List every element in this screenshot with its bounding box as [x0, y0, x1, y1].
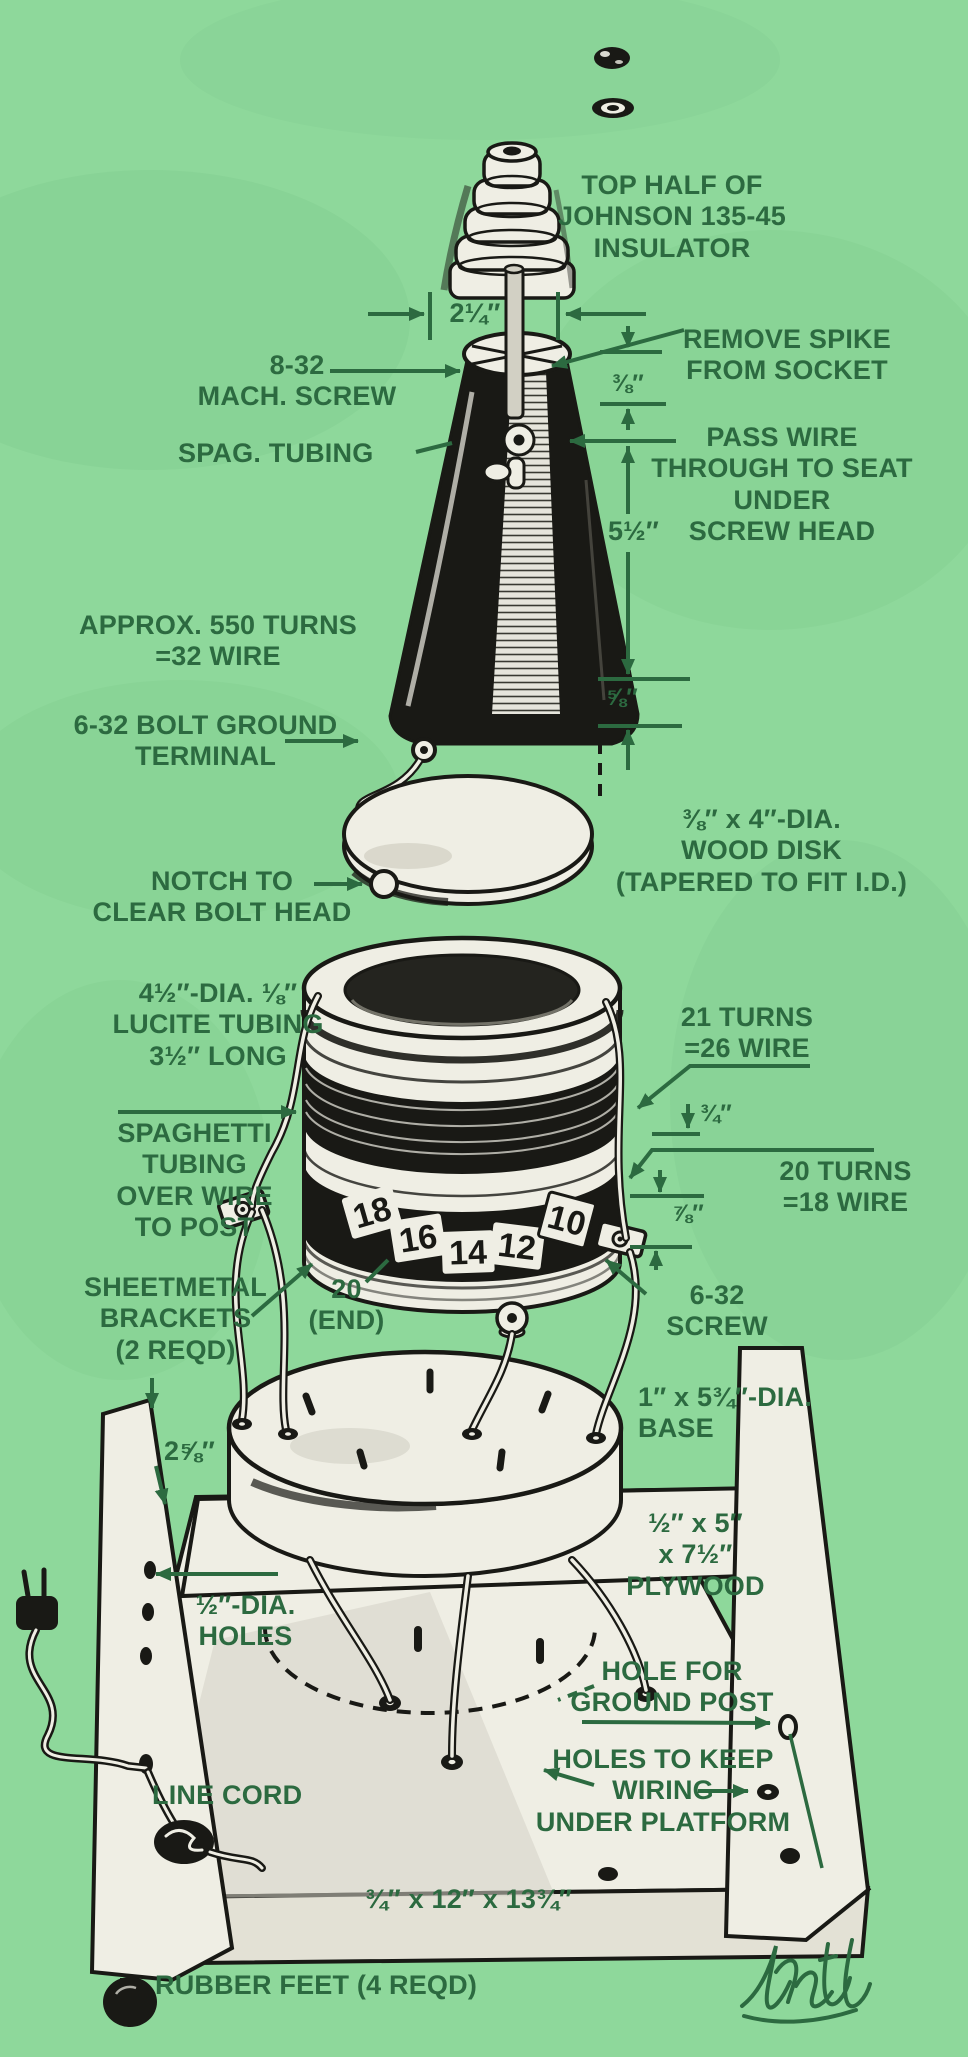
line-cord: [16, 1567, 266, 1872]
coil-20-leader: [628, 1148, 874, 1180]
hookup-wires: [231, 992, 650, 1760]
label-dim-coil-height: ⅞″: [672, 1200, 704, 1227]
label-dim-board: 2⅝″: [164, 1436, 216, 1466]
dim-coil-height-ticks: [630, 1194, 704, 1249]
wiring-holes-leader-left: [543, 1767, 595, 1787]
hole-pattern: [263, 1626, 800, 1881]
annotations: [118, 292, 874, 1869]
washer: [592, 98, 634, 118]
label-ground-post-hole: HOLE FOR GROUND POST: [570, 1656, 774, 1718]
rubber-foot: [103, 1977, 157, 2027]
label-brackets: SHEETMETAL BRACKETS (2 REQD): [84, 1272, 267, 1365]
cord-knot: [154, 1820, 214, 1864]
spike-rod: [504, 266, 525, 420]
wire-grommets: [232, 1418, 606, 1444]
ground-post-dash-leader: [557, 1684, 595, 1702]
tap-number: 16: [397, 1217, 440, 1260]
page-texture: [0, 0, 968, 1380]
label-spaghetti: SPAGHETTI TUBING OVER WIRE TO POST: [116, 1118, 273, 1242]
label-base: 1″ x 5¾″-DIA. BASE: [638, 1382, 813, 1444]
label-dim-skirt: ⅝″: [606, 684, 638, 711]
signature: [740, 1938, 872, 2024]
label-wiring-holes: HOLES TO KEEP WIRING UNDER PLATFORM: [535, 1744, 791, 1837]
wood-disk: [342, 774, 594, 906]
tap-end-tick: [364, 1258, 390, 1284]
label-ground-terminal: 6-32 BOLT GROUND TERMINAL: [73, 710, 338, 772]
brackets-leader: [250, 1262, 314, 1318]
label-wood-disk: ⅜″ x 4″-DIA. WOOD DISK (TAPERED TO FIT I…: [615, 804, 908, 897]
winding-cone: [388, 263, 640, 746]
tap-number: 12: [496, 1226, 538, 1268]
screw-632-leader: [604, 1258, 648, 1296]
label-lucite-tube: 4½″-DIA. ⅛″ LUCITE TUBING 3½″ LONG: [112, 978, 324, 1071]
label-mach-screw: 8-32 MACH. SCREW: [197, 350, 397, 412]
tap-label-18: 18: [341, 1185, 403, 1239]
label-coil-20: 20 TURNS =18 WIRE: [779, 1156, 912, 1218]
tap-label-12: 12: [488, 1222, 546, 1270]
label-remove-spike: REMOVE SPIKE FROM SOCKET: [683, 324, 891, 386]
ground-post-diagonal: [788, 1733, 824, 1869]
notch-hole: [369, 869, 399, 899]
ground-post-hole: [778, 1714, 798, 1740]
ground-post-leader: [581, 1715, 771, 1730]
dim-board-arrow-bottom: [154, 1465, 169, 1505]
label-dim-width: 2¼″: [449, 298, 501, 328]
tap-label-16: 16: [389, 1213, 447, 1263]
label-line-cord: LINE CORD: [152, 1780, 303, 1810]
label-screw-632: 6-32 SCREW: [666, 1280, 768, 1342]
label-coil-21: 21 TURNS =26 WIRE: [680, 1002, 814, 1064]
label-notch: NOTCH TO CLEAR BOLT HEAD: [92, 866, 352, 928]
tap-label-10: 10: [537, 1190, 597, 1250]
label-dim-winding-height: 5½″: [607, 516, 660, 546]
label-winding-550: APPROX. 550 TURNS =32 WIRE: [79, 610, 357, 672]
label-holes: ½″-DIA. HOLES: [195, 1590, 296, 1652]
label-rubber-feet: RUBBER FEET (4 REQD): [155, 1970, 478, 2000]
tap-number: 14: [448, 1233, 487, 1272]
dim-skirt-ticks: [598, 677, 690, 728]
dim-width-ticks: [428, 292, 560, 340]
label-tap-end: 20 (END): [308, 1274, 385, 1336]
label-dim-spike-seat: ⅜″: [612, 370, 644, 397]
plug: [16, 1596, 58, 1630]
dashed-hole-circle: [263, 1627, 597, 1715]
dim-spike-seat-ticks: [600, 350, 666, 406]
label-pass-wire: PASS WIRE THROUGH TO SEAT UNDER SCREW HE…: [651, 422, 913, 546]
label-dim-coil-gap: ¾″: [700, 1100, 732, 1127]
hex-nut: [594, 47, 630, 69]
remove-spike-leader: [551, 328, 685, 369]
label-platform-size: ¾″ x 12″ x 13¾″: [365, 1884, 572, 1914]
coil-21-leader: [636, 1064, 810, 1110]
label-top-insulator: TOP HALF OF JOHNSON 135-45 INSULATOR: [558, 170, 786, 263]
spag-tubing-dash: [415, 441, 453, 454]
base-disk: [226, 1349, 624, 1578]
label-plywood: ½″ x 5″ x 7½″ PLYWOOD: [626, 1508, 765, 1601]
tap-label-14: 14: [441, 1230, 495, 1274]
label-spag-tubing: SPAG. TUBING: [178, 438, 374, 468]
coil-21-turns: [304, 1052, 620, 1174]
